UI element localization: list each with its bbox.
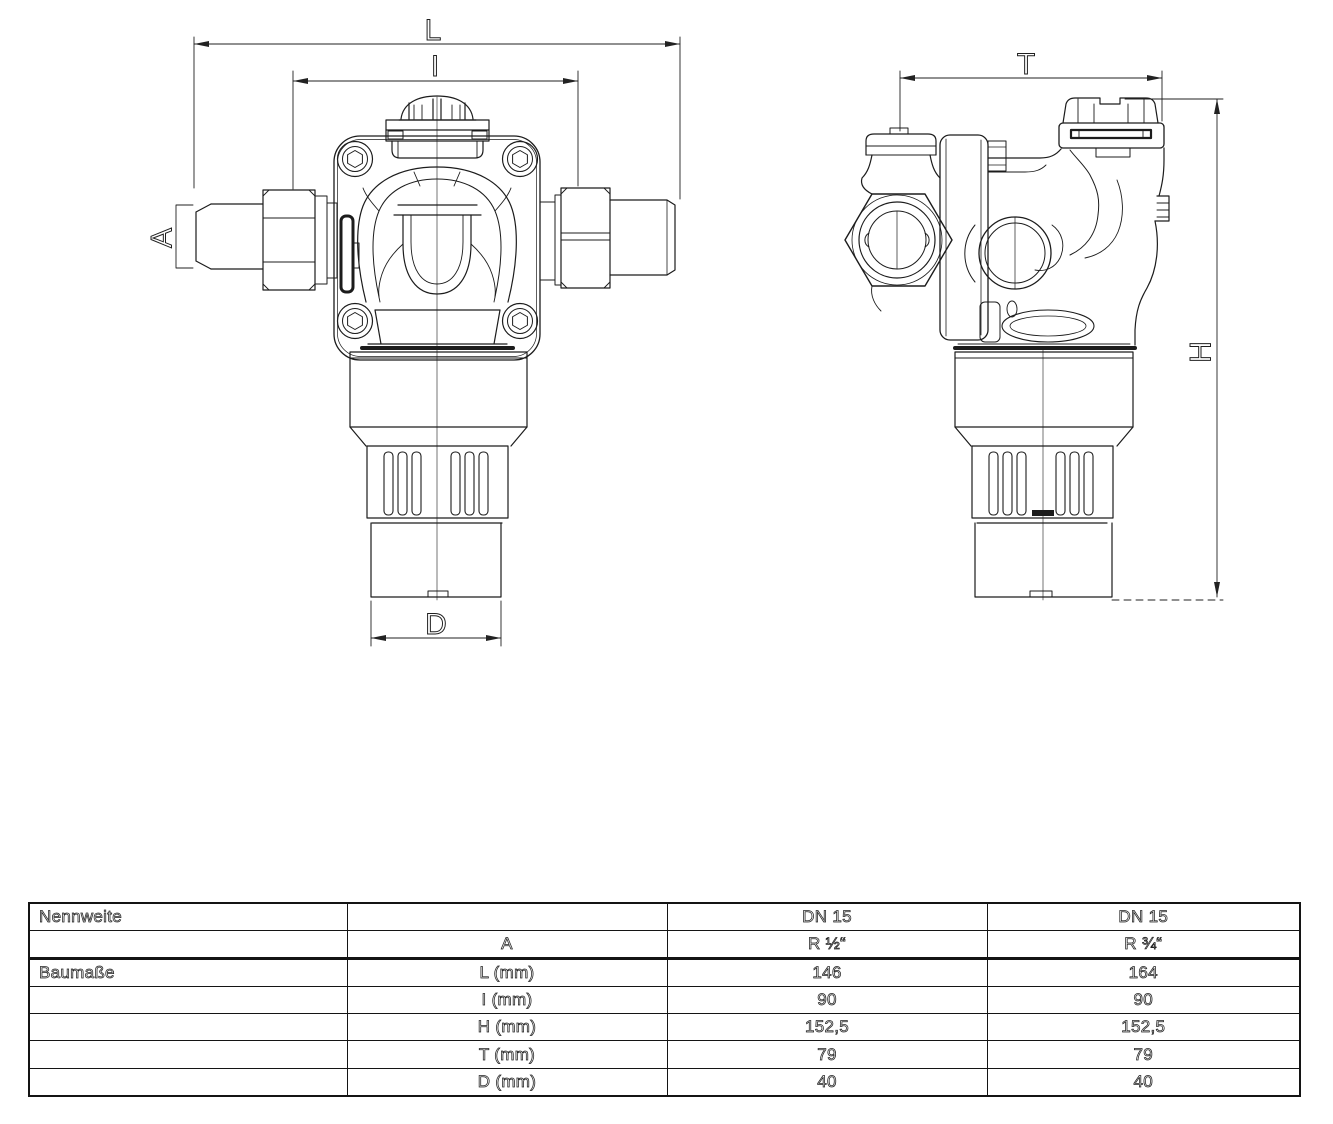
table-row: A R ½“ R ¾“ — [28, 930, 1301, 961]
front-view-dimensions — [175, 36, 681, 647]
dimension-label-d: D — [425, 608, 447, 641]
table-cell: 164 — [986, 958, 1301, 988]
table-cell — [28, 1013, 348, 1042]
side-view — [844, 97, 1170, 601]
table-cell: 90 — [986, 986, 1301, 1015]
table-row: D (mm) 40 40 — [28, 1067, 1301, 1097]
table-row: Baumaße L (mm) 146 164 — [28, 958, 1301, 988]
table-cell: DN 15 — [986, 902, 1301, 932]
table-row: I (mm) 90 90 — [28, 986, 1301, 1015]
table-cell: R ¾“ — [986, 930, 1301, 961]
side-view-dimensions — [899, 70, 1224, 601]
table-cell — [28, 1067, 348, 1097]
dimension-label-t: T — [1017, 48, 1035, 81]
table-cell: 152,5 — [666, 1013, 988, 1042]
table-cell: 40 — [986, 1067, 1301, 1097]
table-cell: A — [346, 930, 668, 961]
valve-dimension-drawing: L I A D — [145, 14, 1224, 647]
dimension-label-a: A — [146, 228, 179, 248]
flange-bolts — [336, 140, 539, 340]
table-cell: R ½“ — [666, 930, 988, 961]
table-cell: 40 — [666, 1067, 988, 1097]
table-cell: D (mm) — [346, 1067, 668, 1097]
table-cell — [28, 930, 348, 961]
side-port — [964, 216, 1052, 290]
table-cell: T (mm) — [346, 1040, 668, 1069]
row-header-nennweite: Nennweite — [28, 902, 348, 932]
dimension-label-i: I — [431, 50, 439, 83]
table-row: H (mm) 152,5 152,5 — [28, 1013, 1301, 1042]
dimensions-table: Nennweite DN 15 DN 15 A R ½“ R ¾“ Baumaß… — [28, 902, 1301, 1097]
dimension-label-l: L — [425, 14, 442, 47]
table-cell: 79 — [986, 1040, 1301, 1069]
row-header-baumasse: Baumaße — [28, 958, 348, 988]
table-cell: 146 — [666, 958, 988, 988]
table-row: Nennweite DN 15 DN 15 — [28, 902, 1301, 932]
front-right-connection — [539, 187, 676, 289]
table-row: T (mm) 79 79 — [28, 1040, 1301, 1069]
table-cell: 152,5 — [986, 1013, 1301, 1042]
table-cell: DN 15 — [666, 902, 988, 932]
front-left-connection — [195, 189, 360, 294]
side-filter-cup — [954, 351, 1134, 598]
table-cell — [28, 1040, 348, 1069]
table-cell: I (mm) — [346, 986, 668, 1015]
front-filter-cup — [349, 351, 528, 598]
front-view — [195, 95, 676, 601]
table-cell — [346, 902, 668, 932]
table-cell: 90 — [666, 986, 988, 1015]
table-cell: L (mm) — [346, 958, 668, 988]
dimension-label-h: H — [1185, 341, 1218, 363]
table-cell: H (mm) — [346, 1013, 668, 1042]
table-cell — [28, 986, 348, 1015]
table-cell: 79 — [666, 1040, 988, 1069]
side-union-nut — [844, 193, 953, 312]
